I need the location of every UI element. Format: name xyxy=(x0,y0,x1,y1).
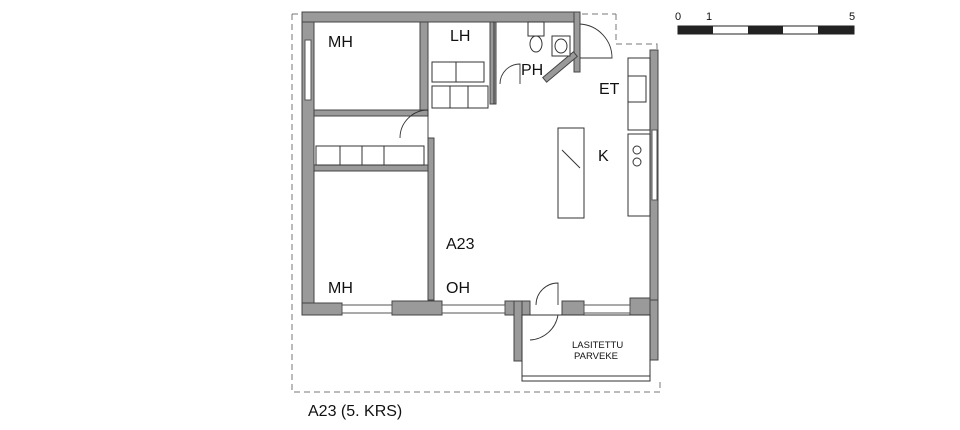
scale-bar: 0 1 5 xyxy=(675,11,855,35)
kitchen xyxy=(557,57,651,219)
balcony-label-line1: LASITETTU xyxy=(572,340,623,351)
apartment-label: A23 xyxy=(446,236,475,253)
room-label-lh: LH xyxy=(450,28,470,45)
bathroom-fixtures xyxy=(493,21,571,104)
room-label-mh-bottom: MH xyxy=(328,280,353,297)
room-label-oh: OH xyxy=(446,280,470,297)
room-label-mh-top: MH xyxy=(328,34,353,51)
scale-tick-0: 0 xyxy=(675,11,681,23)
windows xyxy=(304,39,658,314)
room-label-ph: PH xyxy=(521,62,543,79)
room-label-k: K xyxy=(598,148,609,165)
room-label-et: ET xyxy=(599,81,620,98)
scale-tick-1: 1 xyxy=(706,11,712,23)
balcony xyxy=(521,314,651,382)
door-swings xyxy=(399,23,613,341)
scale-tick-5: 5 xyxy=(849,11,855,23)
wardrobes xyxy=(315,61,489,166)
balcony-label-line2: PARVEKE xyxy=(574,351,618,362)
plan-caption: A23 (5. KRS) xyxy=(308,403,402,420)
